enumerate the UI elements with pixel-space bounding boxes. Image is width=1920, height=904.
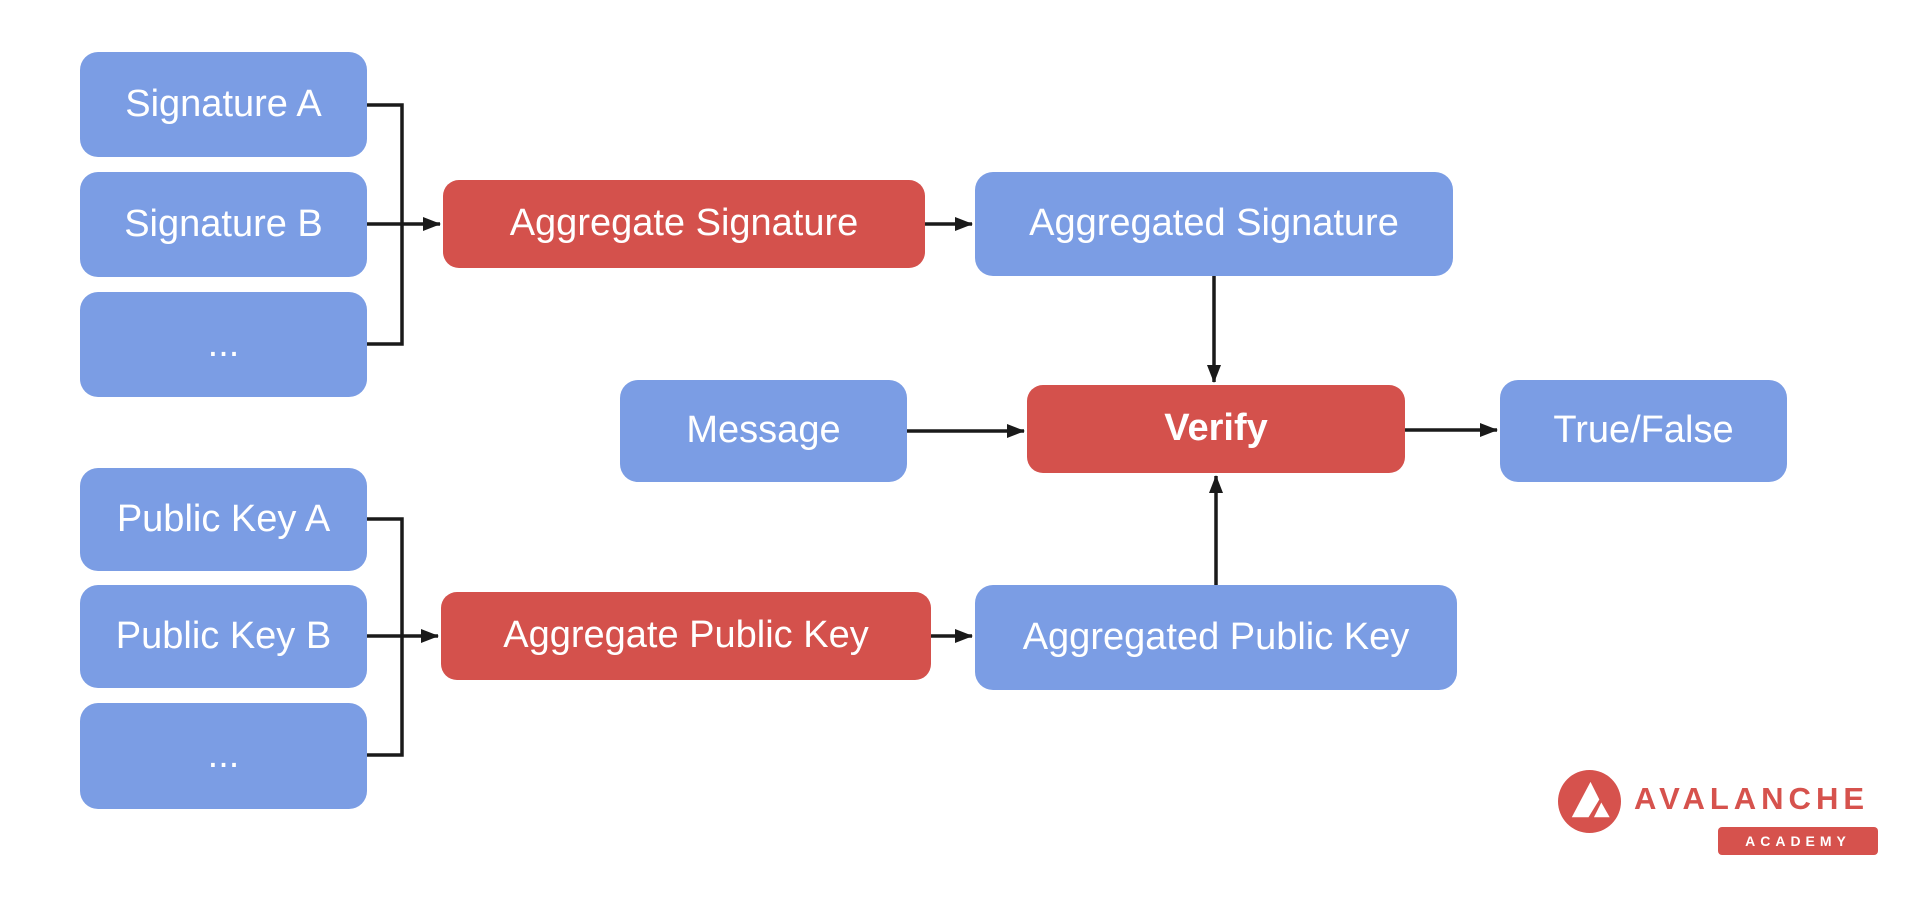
node-aggregate-public-key: Aggregate Public Key — [441, 592, 931, 680]
node-public-key-more: ... — [80, 703, 367, 809]
academy-badge: ACADEMY — [1718, 827, 1878, 855]
node-label: Message — [686, 409, 841, 452]
avalanche-brand-text: AVALANCHE — [1634, 781, 1870, 816]
node-label: Aggregate Public Key — [503, 614, 869, 657]
node-label: Aggregate Signature — [509, 202, 859, 245]
node-signature-a: Signature A — [80, 52, 367, 157]
node-aggregated-public-key: Aggregated Public Key — [975, 585, 1457, 690]
academy-badge-text: ACADEMY — [1745, 833, 1851, 849]
node-aggregated-signature: Aggregated Signature — [975, 172, 1453, 276]
node-label: Aggregated Signature — [1029, 202, 1399, 245]
avalanche-logo-icon — [1558, 770, 1621, 833]
node-label: Signature B — [124, 202, 323, 245]
node-label: Public Key B — [115, 614, 332, 657]
node-label: ... — [207, 322, 240, 365]
node-true-false: True/False — [1500, 380, 1787, 482]
node-public-key-b: Public Key B — [80, 585, 367, 688]
node-label: True/False — [1553, 409, 1734, 452]
node-signature-b: Signature B — [80, 172, 367, 277]
node-public-key-a: Public Key A — [80, 468, 367, 571]
node-label: ... — [207, 734, 240, 777]
avalanche-academy-logo: AVALANCHE ACADEMY — [1556, 768, 1896, 864]
node-label: Verify — [1164, 407, 1268, 450]
node-message: Message — [620, 380, 907, 482]
node-label: Signature A — [125, 82, 322, 125]
node-signature-more: ... — [80, 292, 367, 397]
node-label: Aggregated Public Key — [1022, 615, 1410, 658]
node-label: Public Key A — [116, 497, 331, 540]
node-aggregate-signature: Aggregate Signature — [443, 180, 925, 268]
node-verify: Verify — [1027, 385, 1405, 473]
